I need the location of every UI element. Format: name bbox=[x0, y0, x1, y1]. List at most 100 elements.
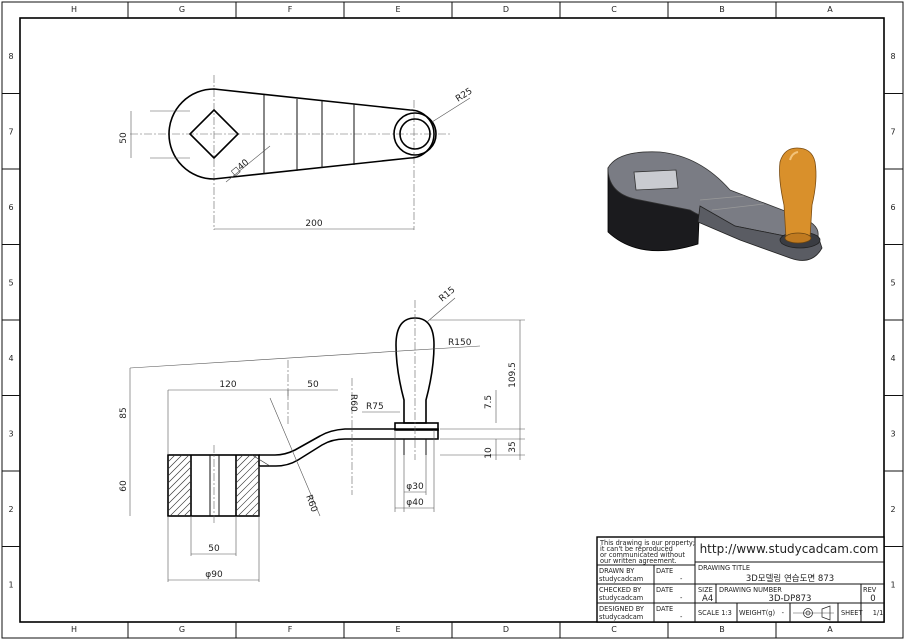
r60-lower-label: R60 bbox=[303, 494, 319, 514]
hatch-line bbox=[235, 466, 260, 491]
iso-step-line-2 bbox=[711, 203, 765, 211]
hatch-line bbox=[235, 480, 260, 505]
dim-10-label: 10 bbox=[484, 447, 494, 459]
sheet-value: 1/1 bbox=[873, 609, 884, 617]
drawn-by-value: studycadcam bbox=[599, 575, 643, 583]
company-url: http://www.studycadcam.com bbox=[700, 542, 879, 556]
size-value: A4 bbox=[702, 594, 713, 604]
drawn-by-label: DRAWN BY bbox=[599, 567, 635, 575]
hatch-line bbox=[169, 494, 192, 517]
projection-symbol-icon bbox=[793, 605, 834, 621]
hatch-line bbox=[235, 454, 244, 463]
r60-upper-label: R60 bbox=[348, 394, 358, 412]
cranked-arm bbox=[259, 428, 439, 467]
hatch-line bbox=[235, 487, 260, 512]
row-zone-label: 1 bbox=[8, 580, 13, 589]
checked-by-label: CHECKED BY bbox=[599, 586, 642, 594]
dim-120-label: 120 bbox=[219, 380, 236, 390]
drawing-number-label: DRAWING NUMBER bbox=[719, 586, 782, 594]
hatch-line bbox=[235, 454, 251, 470]
column-zone-label: F bbox=[288, 5, 293, 14]
drawing-title-label: DRAWING TITLE bbox=[698, 564, 750, 572]
dim-phi90-label: φ90 bbox=[205, 570, 223, 580]
dim-50b-label: 50 bbox=[208, 544, 220, 554]
dim-35-label: 35 bbox=[508, 441, 518, 452]
row-zone-label: 2 bbox=[8, 505, 13, 514]
date-label-1: DATE bbox=[656, 567, 673, 575]
column-zone-label: B bbox=[719, 625, 725, 634]
notice-line-3: or communicated without bbox=[600, 551, 685, 559]
drawing-number-value: 3D-DP873 bbox=[769, 594, 812, 604]
arm-outline bbox=[168, 88, 435, 180]
notice-line-4: our written agreement. bbox=[600, 557, 677, 565]
hatch-line bbox=[167, 454, 176, 463]
title-block-frame bbox=[596, 536, 885, 623]
boss-inner-circle bbox=[399, 118, 431, 150]
r60-lower-leader bbox=[269, 397, 321, 517]
row-zone-label: 6 bbox=[890, 203, 895, 212]
hatch-line bbox=[235, 473, 260, 498]
phi40-label: φ40 bbox=[406, 498, 424, 508]
row-zone-ticks bbox=[2, 93, 903, 547]
hub-block bbox=[167, 454, 260, 517]
hatch-right bbox=[235, 454, 260, 517]
column-zone-label: D bbox=[503, 5, 509, 14]
hatch-line bbox=[183, 508, 192, 517]
hatch-line bbox=[244, 501, 260, 517]
r150-leader bbox=[129, 345, 481, 369]
column-zone-label: E bbox=[395, 625, 400, 634]
date-value-2: - bbox=[680, 594, 683, 602]
hatch-line bbox=[167, 487, 192, 512]
r25-leader bbox=[431, 97, 471, 123]
r15-label: R15 bbox=[438, 285, 458, 304]
date-label-3: DATE bbox=[656, 605, 673, 613]
hatch-line bbox=[167, 454, 183, 470]
hatch-line bbox=[251, 508, 260, 517]
sheet-label: SHEET bbox=[841, 609, 863, 617]
r150-label: R150 bbox=[448, 338, 472, 348]
row-zone-label: 8 bbox=[890, 52, 895, 61]
column-zone-label: H bbox=[71, 625, 77, 634]
row-zone-label: 2 bbox=[890, 505, 895, 514]
iso-step-line-1 bbox=[699, 195, 745, 201]
row-zone-label: 5 bbox=[8, 278, 13, 287]
dim-200-label: 200 bbox=[305, 219, 322, 229]
title-block: This drawing is our property; it can't b… bbox=[596, 536, 885, 623]
dim-50-label: 50 bbox=[119, 132, 129, 144]
hatch-line bbox=[167, 466, 192, 491]
row-zone-label: 8 bbox=[8, 52, 13, 61]
column-zone-label: H bbox=[71, 5, 77, 14]
top-view: 50 200 R25 □40 bbox=[119, 75, 474, 230]
designed-by-value: studycadcam bbox=[599, 613, 643, 621]
hatch-line bbox=[237, 494, 260, 517]
front-view: 120 50 R150 R15 R60 R75 85 60 109.5 7.5 … bbox=[119, 285, 525, 582]
row-zone-label: 4 bbox=[890, 354, 895, 363]
hatch-line bbox=[176, 501, 192, 517]
column-zone-label: A bbox=[827, 5, 833, 14]
square-hole bbox=[188, 108, 240, 160]
scale-label: SCALE 1:3 bbox=[698, 609, 732, 617]
isometric-view bbox=[607, 147, 823, 261]
column-zone-label: G bbox=[179, 5, 185, 14]
designed-by-label: DESIGNED BY bbox=[599, 605, 645, 613]
r75-label: R75 bbox=[366, 402, 384, 412]
hatch-left bbox=[167, 454, 192, 517]
hatch-line bbox=[235, 454, 258, 477]
hatch-line bbox=[167, 459, 192, 484]
notice-line-1: This drawing is our property; bbox=[599, 539, 695, 547]
column-zone-label: B bbox=[719, 5, 725, 14]
dim-85-label: 85 bbox=[119, 407, 129, 418]
checked-by-value: studycadcam bbox=[599, 594, 643, 602]
date-value-1: - bbox=[680, 575, 683, 583]
hatch-line bbox=[235, 459, 260, 484]
iso-handle-base bbox=[784, 232, 812, 244]
row-zone-label: 3 bbox=[8, 429, 13, 438]
notice-line-2: it can't be reproduced bbox=[600, 545, 673, 553]
iso-square-hole bbox=[633, 169, 679, 191]
date-label-2: DATE bbox=[656, 586, 673, 594]
r15-leader bbox=[426, 297, 456, 323]
rev-value: 0 bbox=[870, 594, 875, 604]
hatch-line bbox=[167, 473, 192, 498]
row-zone-label: 1 bbox=[890, 580, 895, 589]
